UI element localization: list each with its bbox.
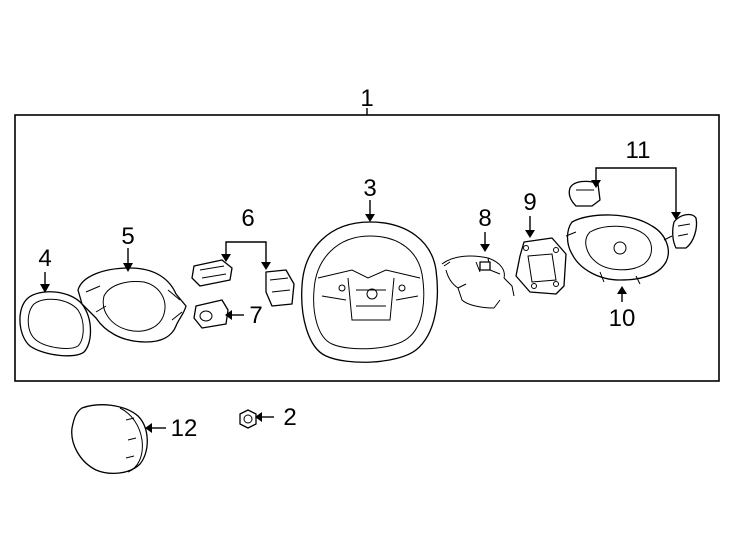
part-11-trim-upper — [568, 180, 601, 207]
part-12-airbag-module — [71, 404, 148, 475]
callout-9: 9 — [523, 189, 536, 216]
part-8-clock-spring — [441, 255, 515, 309]
part-5-spoke-cover — [77, 267, 187, 343]
callout-5: 5 — [121, 223, 134, 250]
callout-2: 2 — [283, 404, 296, 431]
part-6-switch-right — [265, 269, 295, 307]
callout-11: 11 — [626, 137, 651, 164]
part-10-rear-cover — [565, 214, 673, 285]
callout-3: 3 — [363, 175, 376, 202]
part-7-connector — [193, 299, 229, 329]
part-6-switch-left — [191, 259, 233, 287]
callout-8: 8 — [478, 205, 491, 232]
callout-12: 12 — [171, 415, 198, 442]
part-2-bolt — [239, 409, 257, 429]
callout-4: 4 — [38, 245, 51, 272]
assembly-frame — [14, 108, 720, 382]
part-4-trim-ring — [19, 291, 92, 357]
callout-6: 6 — [241, 205, 254, 232]
callout-10: 10 — [609, 305, 636, 332]
callout-1: 1 — [360, 85, 373, 112]
callout-7: 7 — [249, 302, 262, 329]
part-3-steering-wheel — [301, 221, 439, 363]
part-11-trim-lower — [672, 213, 698, 249]
part-9-bracket — [515, 237, 567, 295]
